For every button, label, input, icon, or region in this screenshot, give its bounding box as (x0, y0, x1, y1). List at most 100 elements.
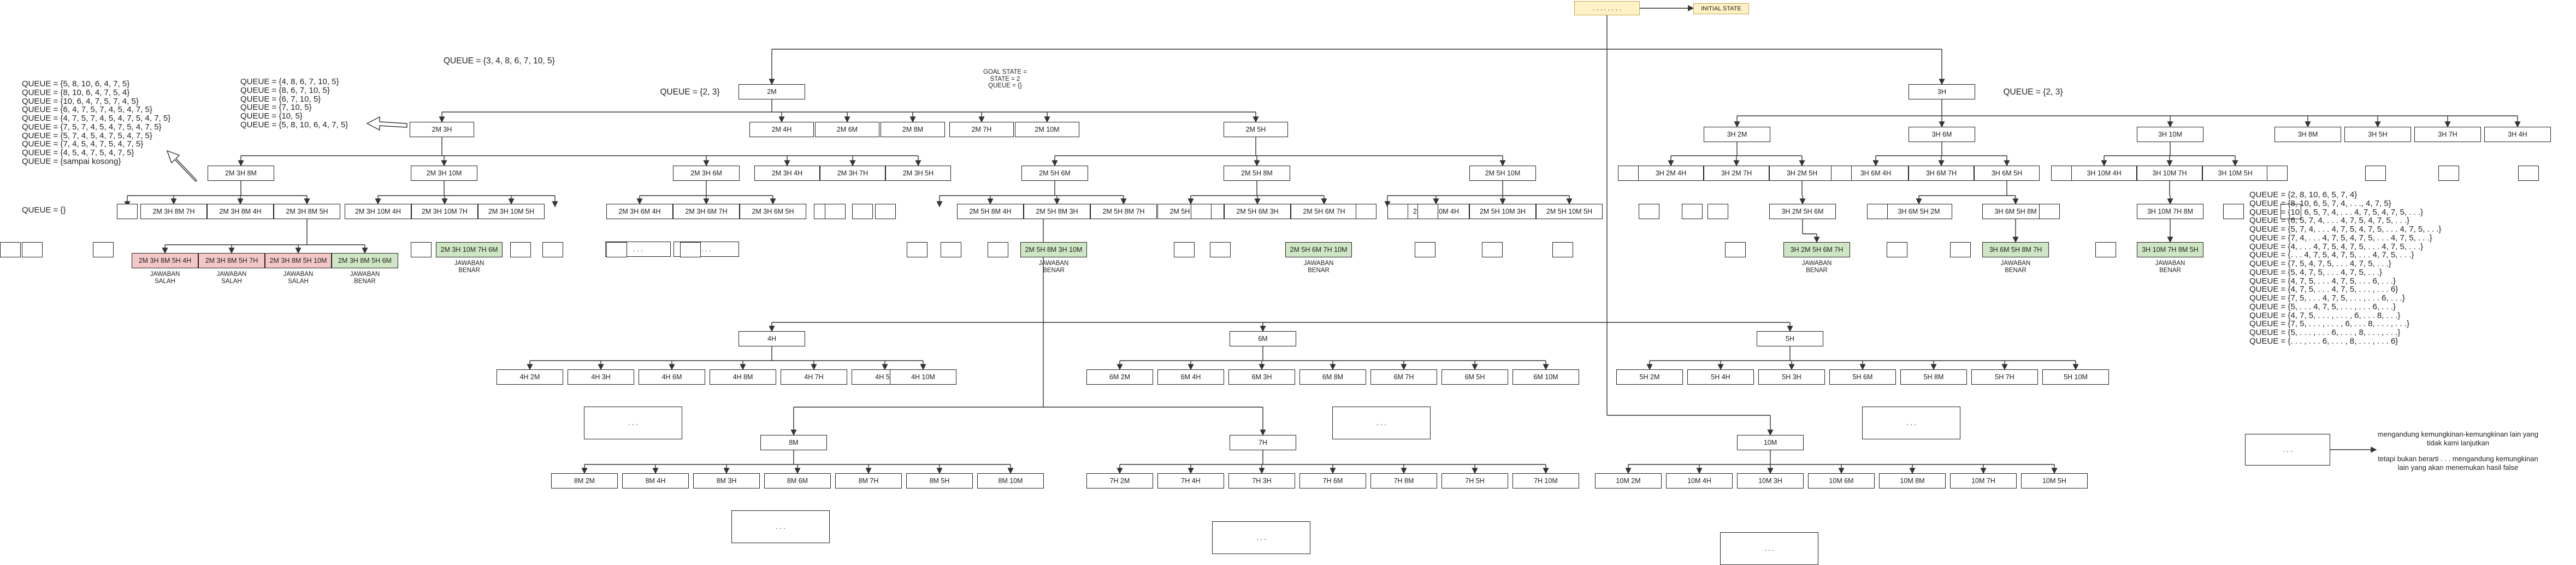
unexpanded-node (1682, 204, 1703, 219)
tree-node-h3H6M: 3H 6M (1909, 127, 1975, 142)
tree-node-q1: 6M 2M (1086, 369, 1153, 385)
unexpanded-node (1387, 204, 1408, 219)
tree-node-m10M: 10M (1737, 435, 1804, 450)
tree-node-s4: 5H 6M (1829, 369, 1896, 385)
tree-node-p4: 4H 8M (710, 369, 776, 385)
unexpanded-node (941, 242, 961, 257)
unexpanded-node (1552, 242, 1573, 257)
tree-node-r1: 2M 3H 8M 5H 4H (132, 253, 198, 268)
tree-node-q23a: QUEUE = {2, 3} (660, 87, 720, 97)
tree-node-g1: 2M 3H 8M 5H 6M (332, 253, 398, 268)
tree-node-h3H6M7H: 3H 6M 7H (1909, 166, 1974, 181)
tree-node-a3: 2M 3H 8M 5H (274, 204, 340, 219)
unexpanded-node (1210, 242, 1231, 257)
tree-node-h3H6M5H: 3H 6M 5H (1974, 166, 2040, 181)
tree-node-h3H2M4H: 3H 2M 4H (1638, 166, 1704, 181)
initial-state-label: INITIAL STATE (1693, 3, 1749, 14)
tree-node-w4: 10M 6M (1808, 473, 1875, 489)
tree-node-w5: 10M 8M (1879, 473, 1946, 489)
unexpanded-node (1639, 204, 1659, 219)
unexpanded-node (1482, 242, 1503, 257)
tree-node-c3: 2M 3H 6M 5H (740, 204, 806, 219)
unexpanded-node (2223, 204, 2244, 219)
tree-node-m5H: 5H (1757, 331, 1823, 346)
tree-node-r2: 2M 3H 8M 5H 7H (198, 253, 265, 268)
unexpanded-node (93, 242, 114, 257)
tree-node-v6: 7H 5H (1441, 473, 1508, 489)
unexpanded-node (1417, 204, 1438, 219)
tree-node-q3: 6M 3H (1228, 369, 1295, 385)
tree-node-v2: 7H 4H (1157, 473, 1224, 489)
unexpanded-node (2267, 166, 2288, 181)
tree-node-h3H2M5H: 3H 2M 5H (1769, 166, 1835, 181)
tree-node-a2: 2M 3H 8M 4H (207, 204, 274, 219)
tree-node-u2: 8M 4H (622, 473, 689, 489)
tree-node-n2M3H6M: 2M 3H 6M (673, 166, 740, 181)
tree-node-g3: 2M 5H 8M 3H 10M (1020, 242, 1087, 257)
tree-node-n2M3H7H: 2M 3H 7H (820, 166, 885, 181)
tree-node-h3H5H: 3H 5H (2344, 127, 2411, 142)
unexpanded-node (2438, 166, 2459, 181)
unexpanded-node (542, 242, 563, 257)
answer-label-jawaban-benar: JAWABAN BENAR (2155, 260, 2185, 274)
unexpanded-node (1618, 166, 1639, 181)
tree-node-h3H6M5H8M: 3H 6M 5H 8M (1982, 204, 2049, 219)
tree-node-h3H10M5H: 3H 10M 5H (2202, 166, 2268, 181)
tree-node-w3: 10M 3H (1737, 473, 1804, 489)
tree-node-w2: 10M 4H (1666, 473, 1733, 489)
tree-node-n2M3H5H: 2M 3H 5H (885, 166, 951, 181)
tree-node-n2M5H6M: 2M 5H 6M (1021, 166, 1088, 181)
unexpanded-node (907, 242, 927, 257)
tree-node-b2: 2M 3H 10M 7H (411, 204, 478, 219)
tree-node-p5: 4H 7H (781, 369, 847, 385)
unexpanded-node (825, 204, 846, 219)
tree-node-m4H: 4H (738, 331, 805, 346)
tree-node-n2M5H8M: 2M 5H 8M (1224, 166, 1290, 181)
tree-node-v1: 7H 2M (1086, 473, 1153, 489)
unexpanded-node (1950, 242, 1971, 257)
tree-node-h3H8M: 3H 8M (2274, 127, 2341, 142)
unexpanded-node (875, 204, 896, 219)
unexpanded-node (22, 242, 43, 257)
tree-node-u5: 8M 7H (835, 473, 902, 489)
answer-label-jawaban-benar: JAWABAN BENAR (2000, 260, 2031, 274)
tree-node-u1: 8M 2M (551, 473, 618, 489)
unexpanded-node (988, 242, 1008, 257)
unexpanded-node (1887, 242, 1907, 257)
tree-node-n2M8M: 2M 8M (881, 122, 945, 137)
tree-node-d1: 2M 5H 8M 4H (957, 204, 1024, 219)
tree-node-s5: 5H 8M (1900, 369, 1967, 385)
unexpanded-node (1174, 242, 1195, 257)
answer-label-jawaban-benar: JAWABAN BENAR (1038, 260, 1069, 274)
tree-node-v4: 7H 6M (1299, 473, 1366, 489)
tree-node-h3H10M4H: 3H 10M 4H (2071, 166, 2137, 181)
tree-node-n2M10M: 2M 10M (1015, 122, 1079, 137)
tree-node-n2M3H4H: 2M 3H 4H (754, 166, 820, 181)
tree-node-hg2: 3H 6M 5H 8M 7H (1982, 242, 2049, 257)
tree-node-dots5: . . . (1212, 521, 1310, 554)
tree-node-h3H10M7H: 3H 10M 7H (2137, 166, 2202, 181)
tree-node-s7: 5H 10M (2042, 369, 2109, 385)
tree-node-h3H10M7H8M: 3H 10M 7H 8M (2137, 204, 2203, 219)
unexpanded-node (1191, 204, 1212, 219)
unexpanded-node (2518, 166, 2539, 181)
unexpanded-node (1356, 204, 1376, 219)
tree-node-n2M6M: 2M 6M (815, 122, 879, 137)
tree-node-p7: 4H 10M (890, 369, 956, 385)
tree-node-n2M3H: 2M 3H (410, 122, 474, 137)
unexpanded-node (411, 242, 432, 257)
initial-state-node: . . . . . . . . (1574, 1, 1640, 15)
legend-note-2: tetapi bukan berarti . . . mengandung ke… (2378, 455, 2538, 472)
tree-node-v3: 7H 3H (1228, 473, 1295, 489)
tree-node-d3: 2M 5H 8M 7H (1090, 204, 1157, 219)
tree-node-g2: 2M 3H 10M 7H 6M (436, 242, 503, 257)
queue-mid-list: QUEUE = {4, 8, 6, 7, 10, 5} QUEUE = {8, … (240, 77, 348, 130)
tree-node-n2M5H: 2M 5H (1224, 122, 1288, 137)
answer-label-jawaban-salah: JAWABAN SALAH (283, 271, 314, 285)
tree-node-q5: 6M 7H (1370, 369, 1437, 385)
answer-label-jawaban-salah: JAWABAN SALAH (150, 271, 180, 285)
tree-node-hg3: 3H 10M 7H 8M 5H (2137, 242, 2203, 257)
tree-node-hg1: 3H 2M 5H 6M 7H (1783, 242, 1850, 257)
tree-node-b3: 2M 3H 10M 5H (478, 204, 545, 219)
tree-node-n2M: 2M (738, 84, 805, 99)
